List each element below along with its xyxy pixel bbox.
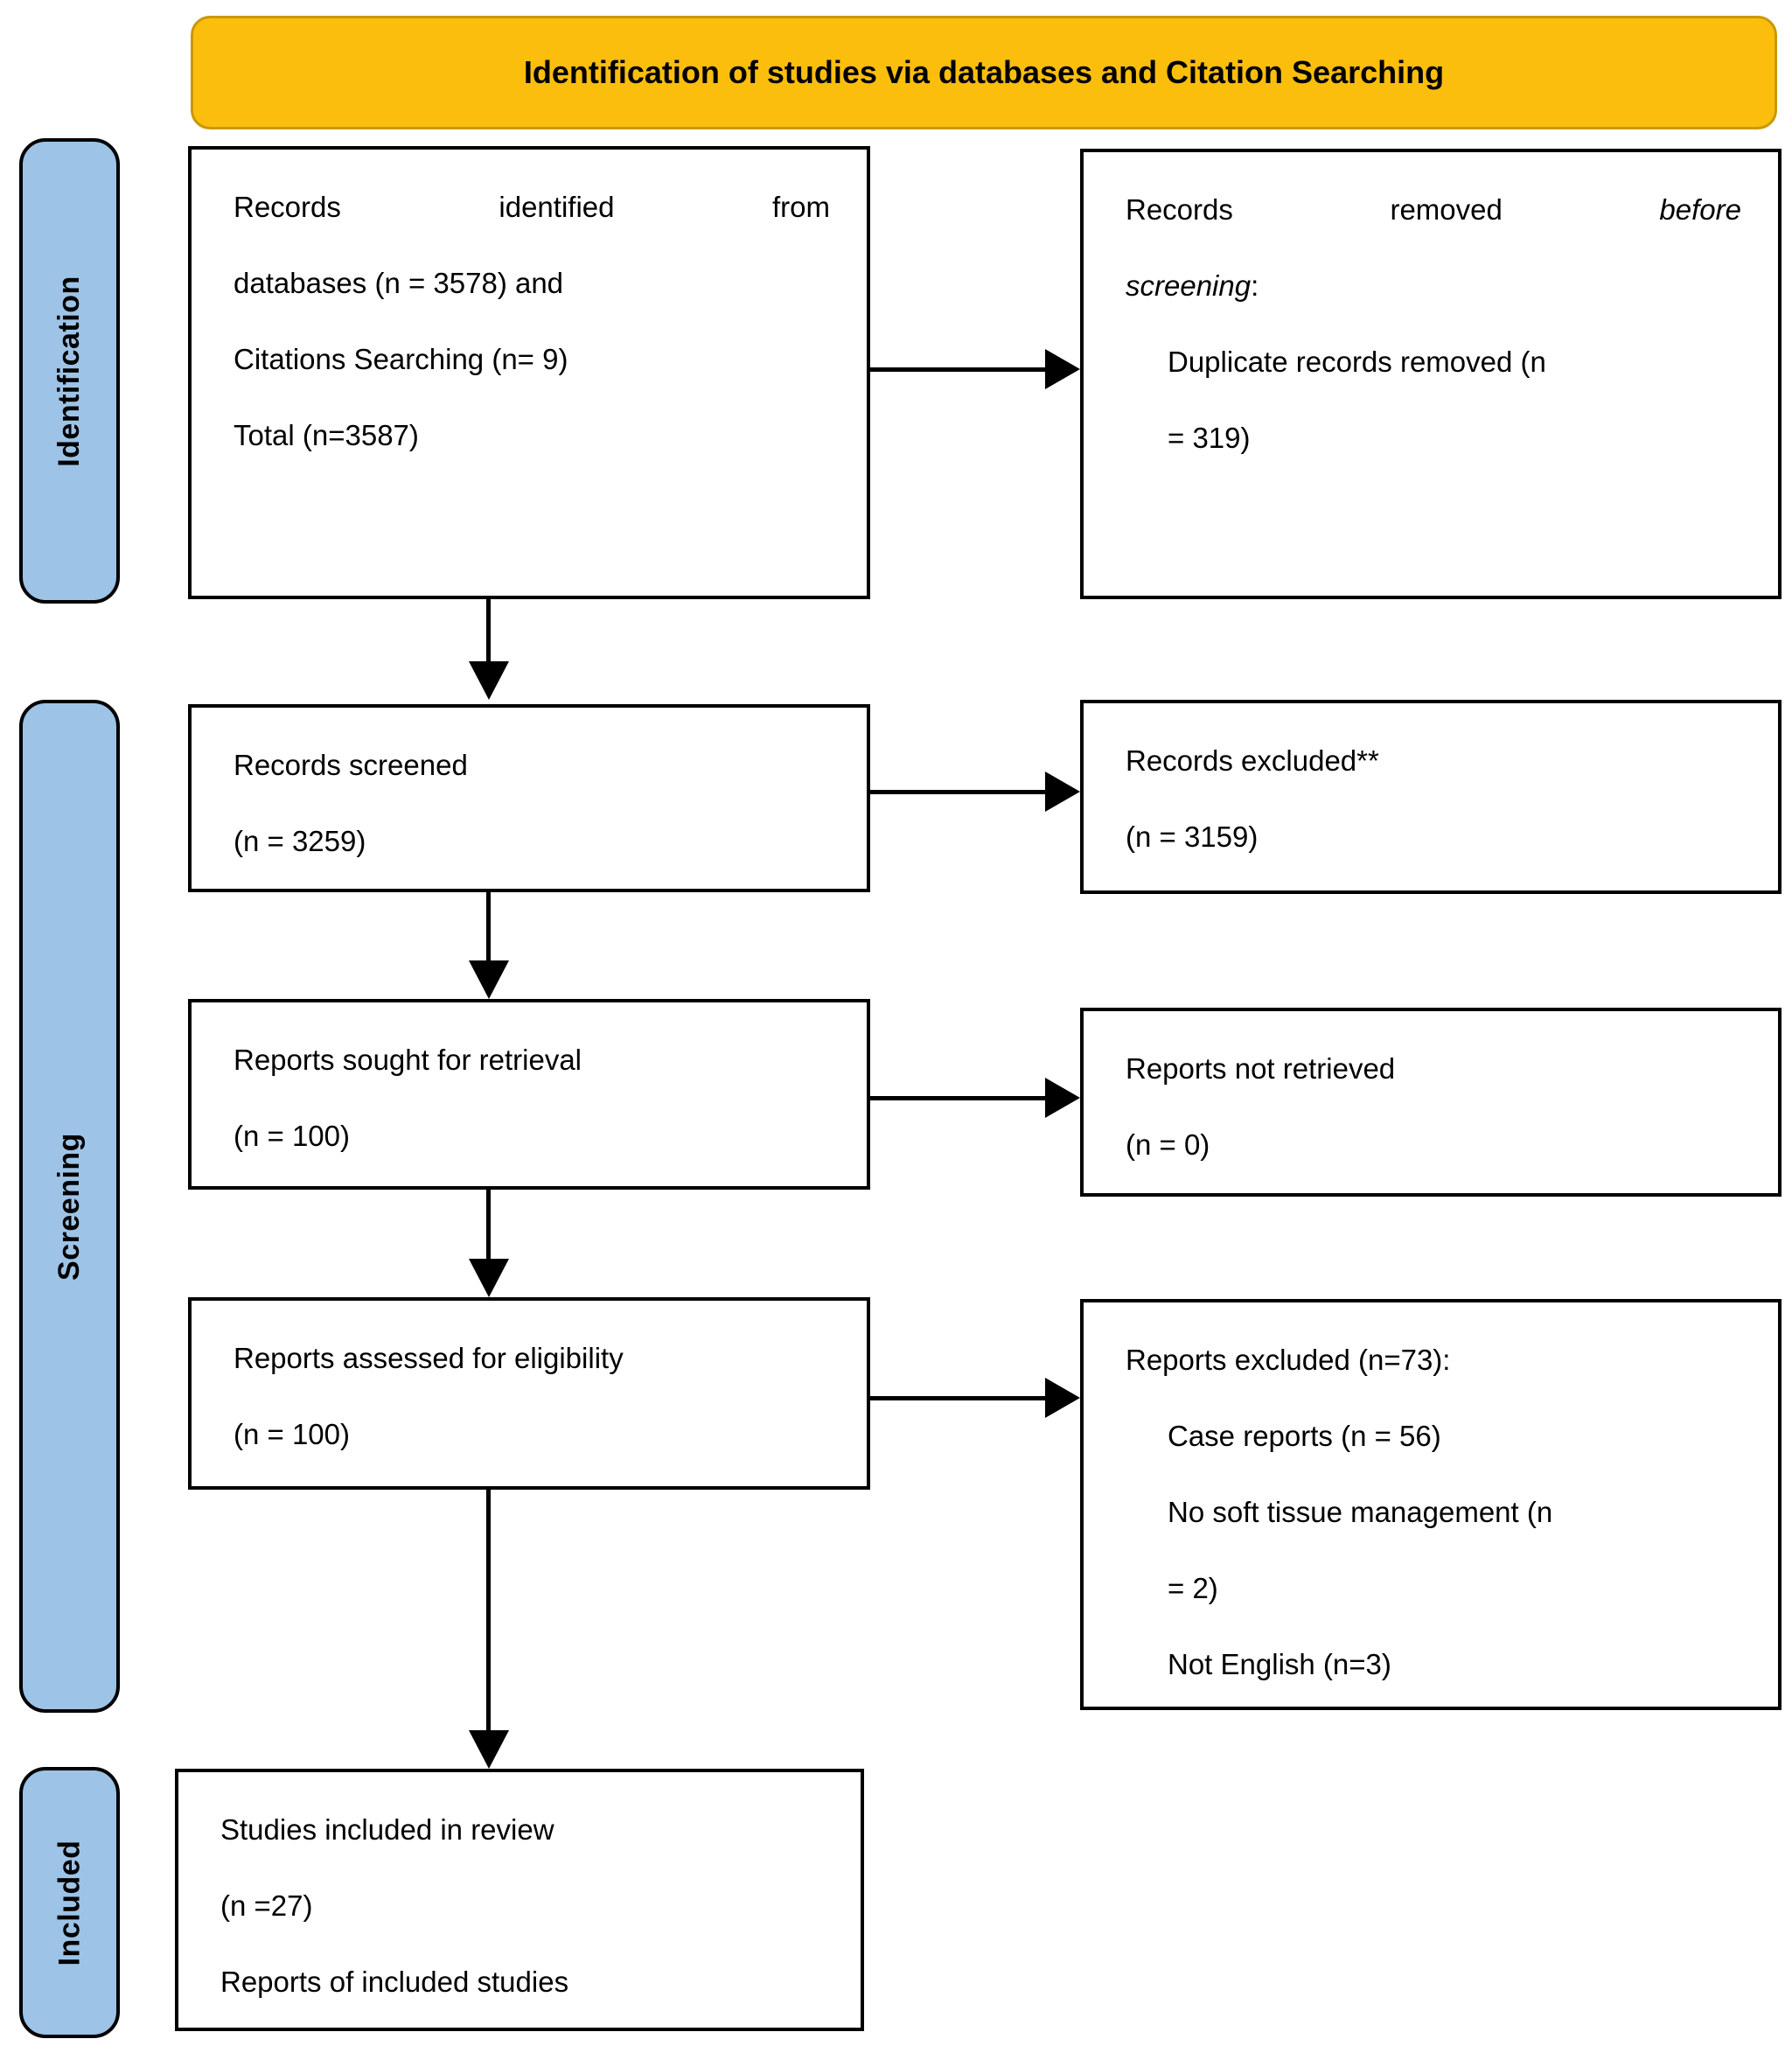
stage-tab-screening: Screening — [19, 700, 120, 1713]
text-line: Records excluded** — [1126, 744, 1379, 777]
title-banner: Identification of studies via databases … — [191, 16, 1777, 129]
stage-label-identification: Identification — [52, 275, 86, 467]
text-line-indented: No soft tissue management (n — [1168, 1496, 1553, 1528]
text-line-indented: = 2) — [1168, 1572, 1218, 1604]
text-word: removed — [1390, 193, 1503, 226]
arrow-line-sought-to-assessed — [486, 1190, 491, 1260]
text-line: (n =27) — [220, 1889, 313, 1922]
records-identified-box: Records identified from databases (n = 3… — [188, 146, 870, 599]
stage-tab-included: Included — [19, 1767, 120, 2038]
text-word: Records — [1126, 193, 1233, 226]
text-line-indented: = 319) — [1168, 422, 1251, 454]
text-line-indented: Case reports (n = 56) — [1168, 1420, 1441, 1452]
text-line: Reports not retrieved — [1126, 1052, 1396, 1085]
records-excluded-box: Records excluded** (n = 3159) — [1080, 700, 1782, 894]
text-line: Reports assessed for eligibility — [234, 1342, 624, 1374]
reports-assessed-box: Reports assessed for eligibility (n = 10… — [188, 1297, 870, 1490]
text-line: Total (n=3587) — [234, 419, 419, 451]
arrowhead-assessed-to-excluded — [1045, 1378, 1080, 1418]
arrow-line-assessed-to-excluded — [870, 1396, 1047, 1400]
text-line: (n = 100) — [234, 1120, 350, 1152]
text-line: screening: — [1126, 248, 1741, 324]
arrowhead-sought-to-not-retrieved — [1045, 1078, 1080, 1118]
text-line: Citations Searching (n= 9) — [234, 343, 568, 375]
text-word: Records — [234, 191, 341, 223]
diagram-title: Identification of studies via databases … — [523, 54, 1445, 90]
text-word-italic: screening — [1126, 269, 1252, 302]
reports-not-retrieved-box: Reports not retrieved (n = 0) — [1080, 1008, 1782, 1197]
text-line: Reports sought for retrieval — [234, 1044, 582, 1076]
text-line: Records removed before — [1126, 171, 1741, 248]
arrowhead-screened-to-excluded — [1045, 772, 1080, 812]
arrowhead-identified-to-removed — [1045, 349, 1080, 389]
text-line: (n = 0) — [1126, 1128, 1210, 1161]
text-line: Reports excluded (n=73): — [1126, 1344, 1451, 1376]
records-screened-box: Records screened (n = 3259) — [188, 704, 870, 892]
arrow-line-identified-to-removed — [870, 367, 1047, 372]
stage-label-screening: Screening — [52, 1132, 87, 1281]
reports-excluded-box: Reports excluded (n=73): Case reports (n… — [1080, 1299, 1782, 1710]
text-line: databases (n = 3578) and — [234, 267, 564, 299]
text-line-indented: Duplicate records removed (n — [1168, 346, 1546, 378]
arrowhead-screened-to-sought — [469, 960, 509, 999]
text-word: : — [1251, 269, 1259, 302]
stage-label-included: Included — [52, 1840, 87, 1966]
text-line: (n = 3159) — [1126, 821, 1259, 853]
text-word-italic: before — [1659, 193, 1741, 226]
arrow-line-screened-to-excluded — [870, 790, 1047, 794]
text-line: (n = 100) — [234, 1418, 350, 1450]
reports-sought-box: Reports sought for retrieval (n = 100) — [188, 999, 870, 1190]
arrowhead-identified-to-screened — [469, 661, 509, 700]
arrowhead-assessed-to-included — [469, 1730, 509, 1769]
arrow-line-identified-to-screened — [486, 599, 491, 663]
text-word: from — [772, 191, 830, 223]
arrowhead-sought-to-assessed — [469, 1259, 509, 1297]
arrow-line-sought-to-not-retrieved — [870, 1096, 1047, 1100]
text-line: (n = 3259) — [234, 825, 366, 857]
arrow-line-screened-to-sought — [486, 892, 491, 960]
arrow-line-assessed-to-included — [486, 1490, 491, 1731]
text-line: Records screened — [234, 749, 468, 781]
text-word: identified — [499, 191, 615, 223]
text-line: Records identified from — [234, 169, 830, 245]
stage-tab-identification: Identification — [19, 138, 120, 604]
records-removed-box: Records removed before screening: Duplic… — [1080, 149, 1782, 599]
text-line: Reports of included studies — [220, 1966, 569, 1998]
studies-included-box: Studies included in review (n =27) Repor… — [175, 1769, 864, 2031]
text-line: Studies included in review — [220, 1813, 554, 1846]
text-line-indented: Not English (n=3) — [1168, 1648, 1391, 1680]
